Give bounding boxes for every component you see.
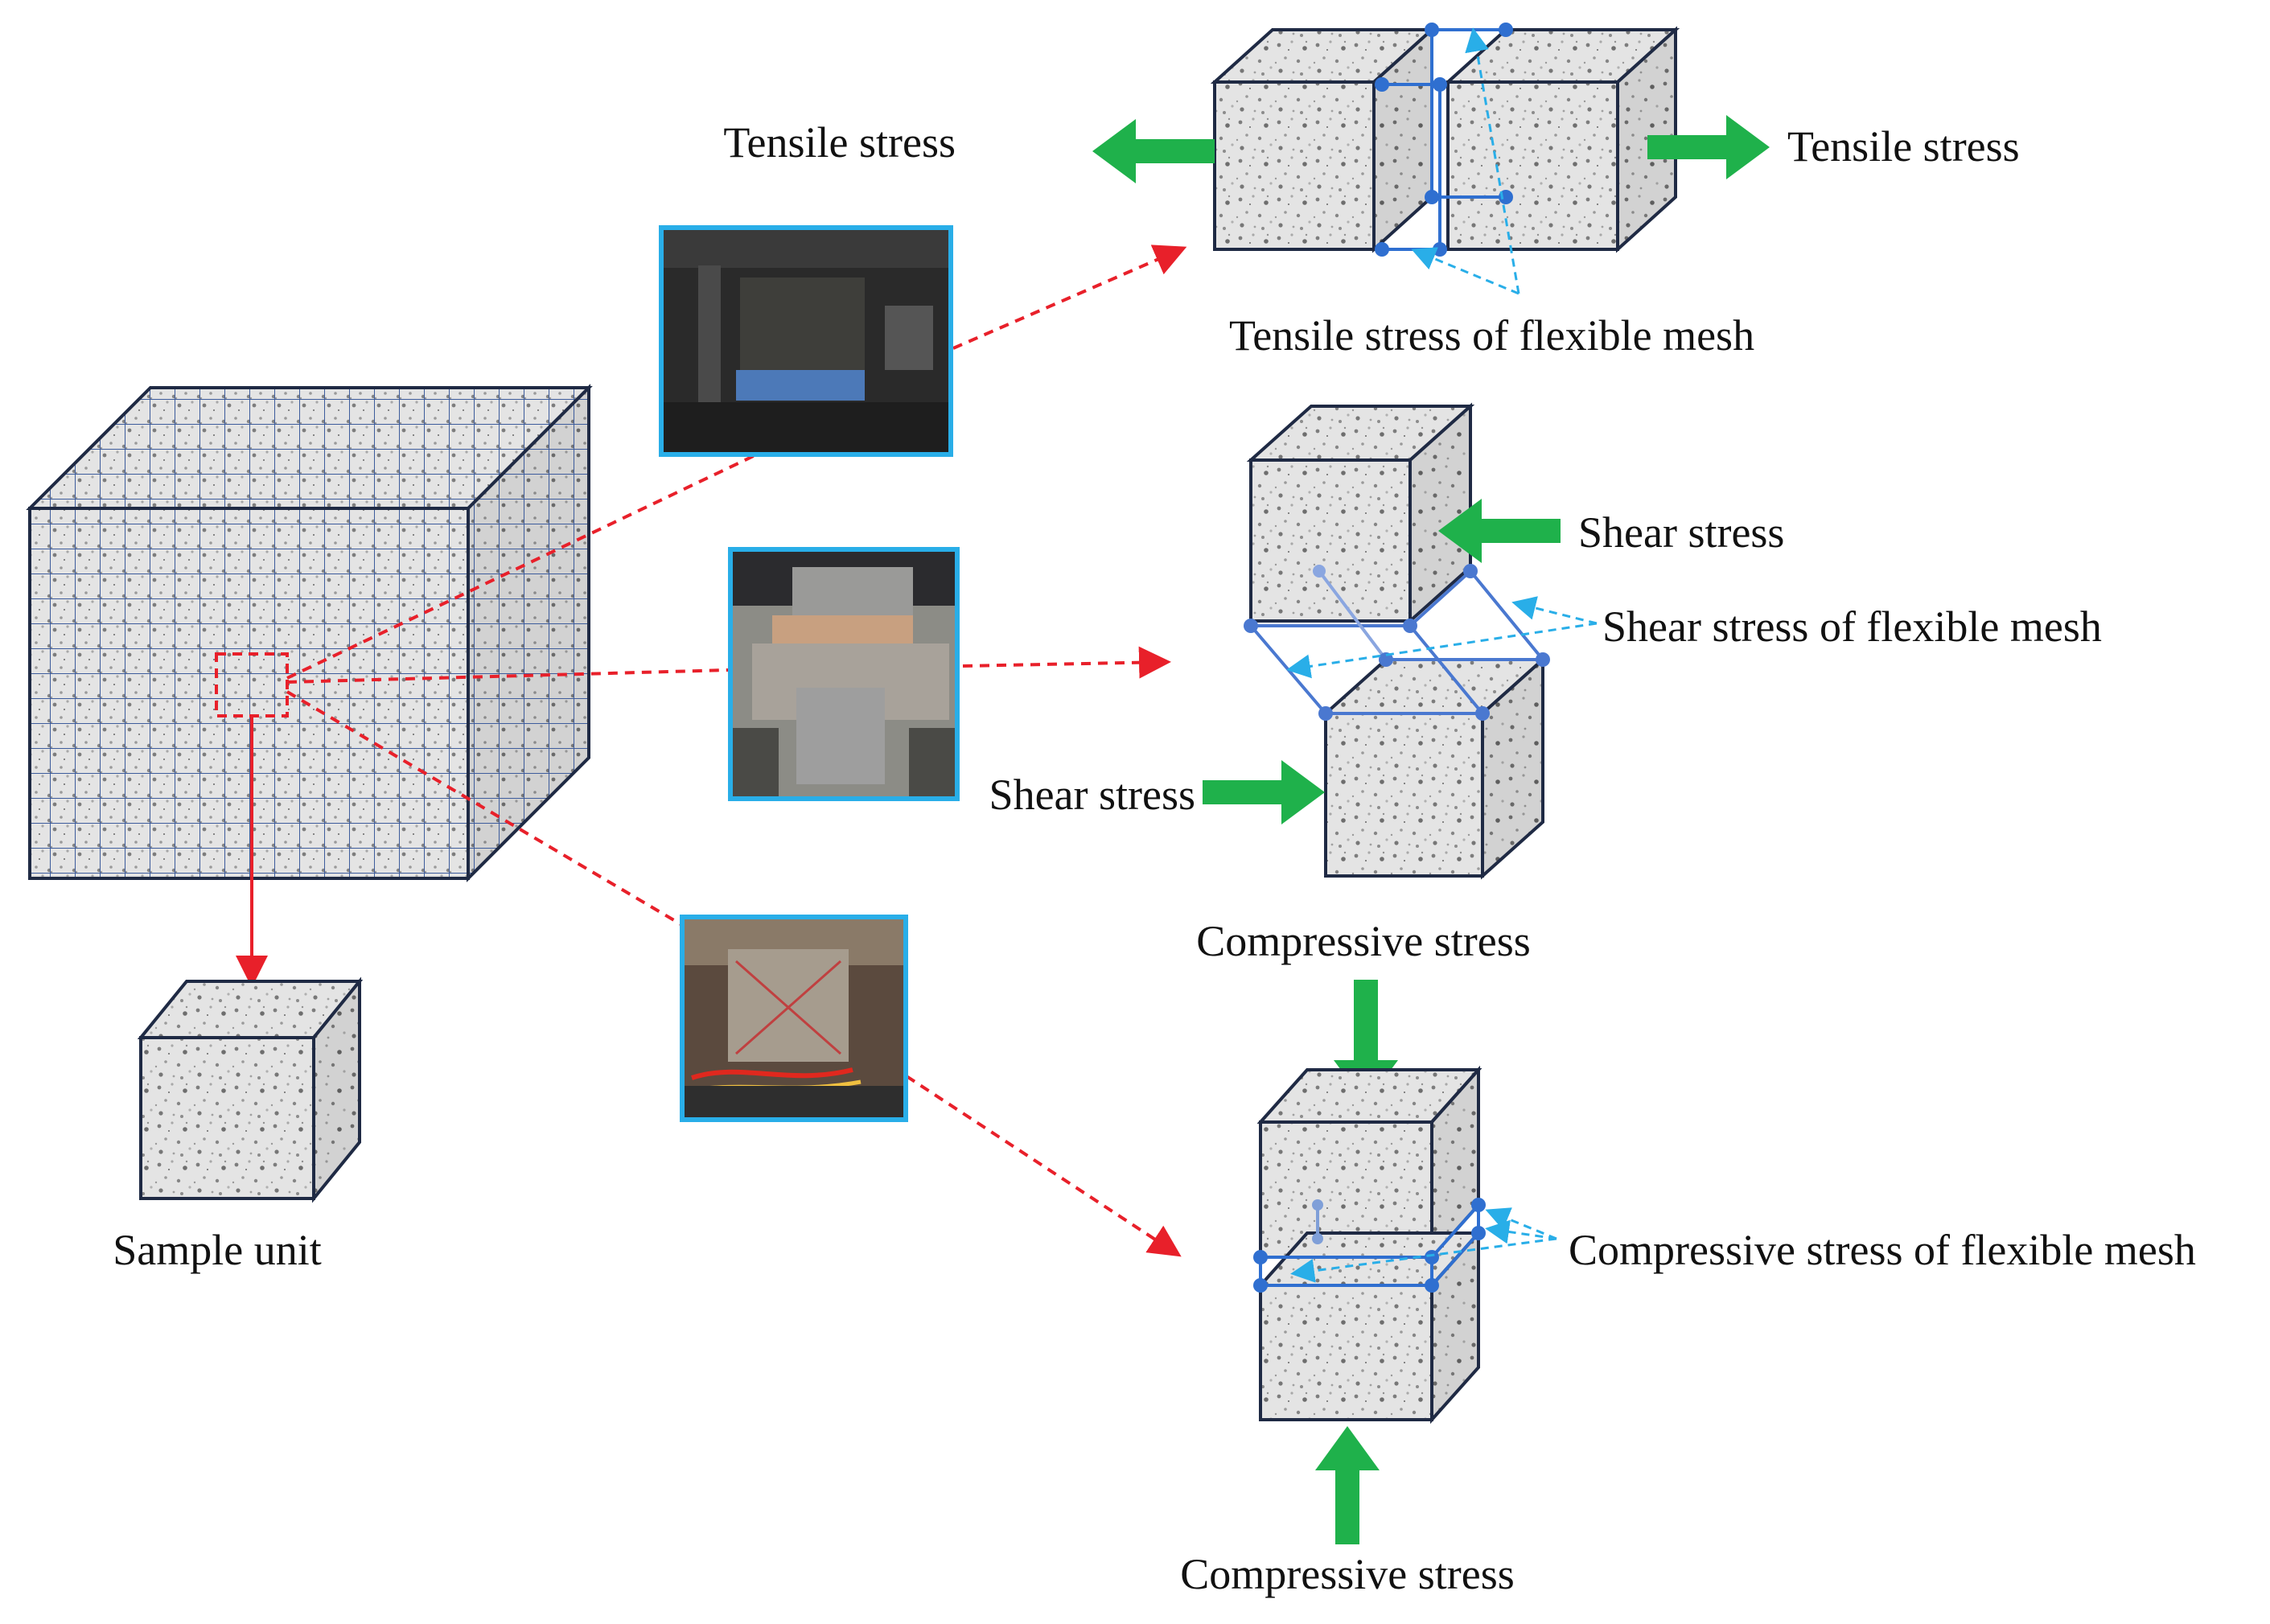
tensile-block-left bbox=[1210, 26, 1437, 253]
tensile-block-right bbox=[1443, 26, 1680, 253]
tensile-test-photo bbox=[659, 225, 953, 457]
dashed-line-to-compression-photo bbox=[286, 690, 684, 927]
dashed-arrow-to-tensile-diagram bbox=[952, 245, 1187, 350]
shear-test-photo bbox=[728, 547, 960, 801]
shear-mesh-callout-arrows bbox=[1286, 596, 1598, 679]
shear-bottom-label: Shear stress bbox=[989, 771, 1195, 819]
shear-block-upper bbox=[1246, 402, 1475, 625]
tensile-right-label: Tensile stress bbox=[1787, 122, 2020, 171]
red-connectors bbox=[236, 245, 1187, 1257]
tensile-right-arrow bbox=[1647, 115, 1770, 179]
tensile-mesh-label: Tensile stress of flexible mesh bbox=[1229, 311, 1754, 360]
compression-block-upper bbox=[1256, 1065, 1482, 1262]
shear-top-label: Shear stress bbox=[1578, 508, 1784, 557]
dashed-arrow-to-compression-diagram bbox=[905, 1075, 1182, 1257]
sample-unit-label: Sample unit bbox=[113, 1226, 321, 1274]
compressive-bottom-arrow bbox=[1315, 1426, 1380, 1544]
tensile-mesh-callout-arrows bbox=[1411, 27, 1520, 295]
compressive-bottom-label: Compressive stress bbox=[1180, 1550, 1514, 1598]
sample-unit-cube bbox=[137, 976, 364, 1203]
dashed-line-to-shear-photo bbox=[286, 668, 729, 684]
compression-block-lower bbox=[1256, 1228, 1482, 1425]
compressive-top-label: Compressive stress bbox=[1196, 917, 1530, 965]
shear-block-lower bbox=[1321, 656, 1548, 880]
tensile-left-label: Tensile stress bbox=[723, 118, 956, 167]
compressive-mesh-label: Compressive stress of flexible mesh bbox=[1569, 1226, 2196, 1274]
shear-bottom-arrow bbox=[1203, 760, 1325, 824]
tensile-left-arrow bbox=[1092, 119, 1215, 183]
large-meshed-specimen bbox=[26, 384, 593, 882]
dashed-line-to-tensile-photo bbox=[286, 451, 761, 680]
compression-test-photo bbox=[680, 915, 908, 1122]
compression-mesh-callout-arrows bbox=[1290, 1207, 1557, 1283]
tensile-flexible-mesh bbox=[1375, 23, 1513, 257]
shear-mesh-label: Shear stress of flexible mesh bbox=[1602, 602, 2102, 651]
compression-flexible-mesh bbox=[1253, 1198, 1486, 1293]
shear-top-arrow bbox=[1438, 499, 1561, 563]
dashed-arrow-to-shear-diagram bbox=[962, 646, 1171, 679]
